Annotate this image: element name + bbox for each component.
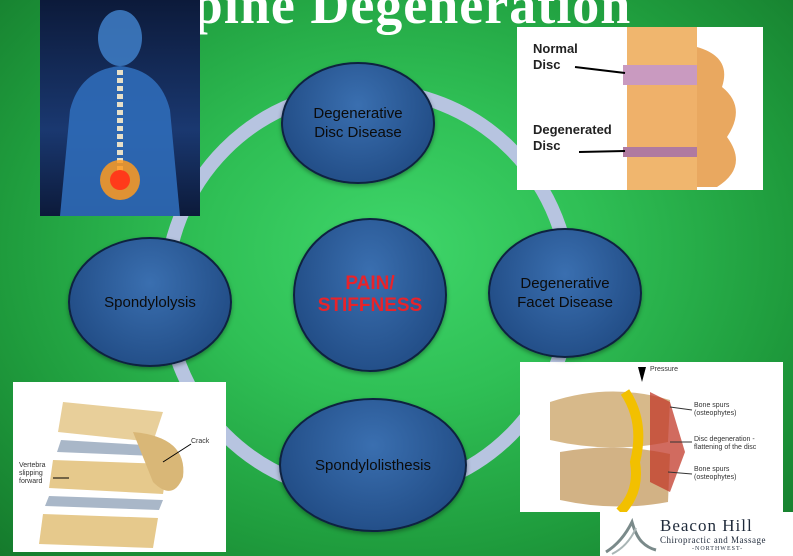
facet-degeneration-image: Pressure Bone spurs (osteophytes) Disc d… (520, 362, 783, 512)
bone-spurs-label-1b: (osteophytes) (694, 410, 736, 418)
node-spondylolisthesis: Spondylolisthesis (279, 398, 467, 532)
node-right-line-2: Facet Disease (517, 293, 613, 312)
node-top-line-1: Degenerative (313, 104, 402, 123)
slip-label-1: Vertebra (19, 462, 45, 470)
node-degenerative-disc-disease: Degenerative Disc Disease (281, 62, 435, 184)
disc-comparison-image: Normal Disc Degenerated Disc (517, 27, 763, 190)
normal-disc-label-2: Disc (533, 57, 578, 73)
pressure-label: Pressure (650, 366, 678, 373)
disc-degeneration-label: Disc degeneration - (694, 436, 756, 444)
normal-disc-label: Normal (533, 41, 578, 57)
bone-spurs-label-2b: (osteophytes) (694, 474, 736, 482)
node-degenerative-facet-disease: Degenerative Facet Disease (488, 228, 642, 358)
node-top-line-2: Disc Disease (313, 123, 402, 142)
vertebra-slip-image: Vertebra slipping forward Crack (13, 382, 226, 552)
degenerated-disc-label: Degenerated (533, 122, 612, 138)
bone-spurs-label-2: Bone spurs (694, 466, 736, 474)
degenerated-disc-label-2: Disc (533, 138, 612, 154)
beacon-hill-logo: Beacon Hill Chiropractic and Massage -NO… (600, 512, 793, 556)
node-left-line-1: Spondylolysis (104, 293, 196, 312)
logo-subtitle: Chiropractic and Massage (660, 535, 766, 545)
disc-degeneration-label-2: flattening of the disc (694, 444, 756, 452)
logo-name: Beacon Hill (660, 516, 753, 536)
node-spondylolysis: Spondylolysis (68, 237, 232, 367)
back-pain-image (40, 0, 200, 216)
center-line-2: STIFFNESS (318, 295, 423, 317)
crack-label: Crack (191, 438, 209, 445)
node-right-line-1: Degenerative (517, 274, 613, 293)
logo-region: -NORTHWEST- (692, 546, 743, 552)
slip-label-2: slipping (19, 470, 45, 478)
center-node-pain-stiffness: PAIN/ STIFFNESS (293, 218, 447, 372)
bone-spurs-label-1: Bone spurs (694, 402, 736, 410)
slip-label-3: forward (19, 478, 45, 486)
center-line-1: PAIN/ (345, 273, 394, 295)
node-bottom-line-1: Spondylolisthesis (315, 456, 431, 475)
